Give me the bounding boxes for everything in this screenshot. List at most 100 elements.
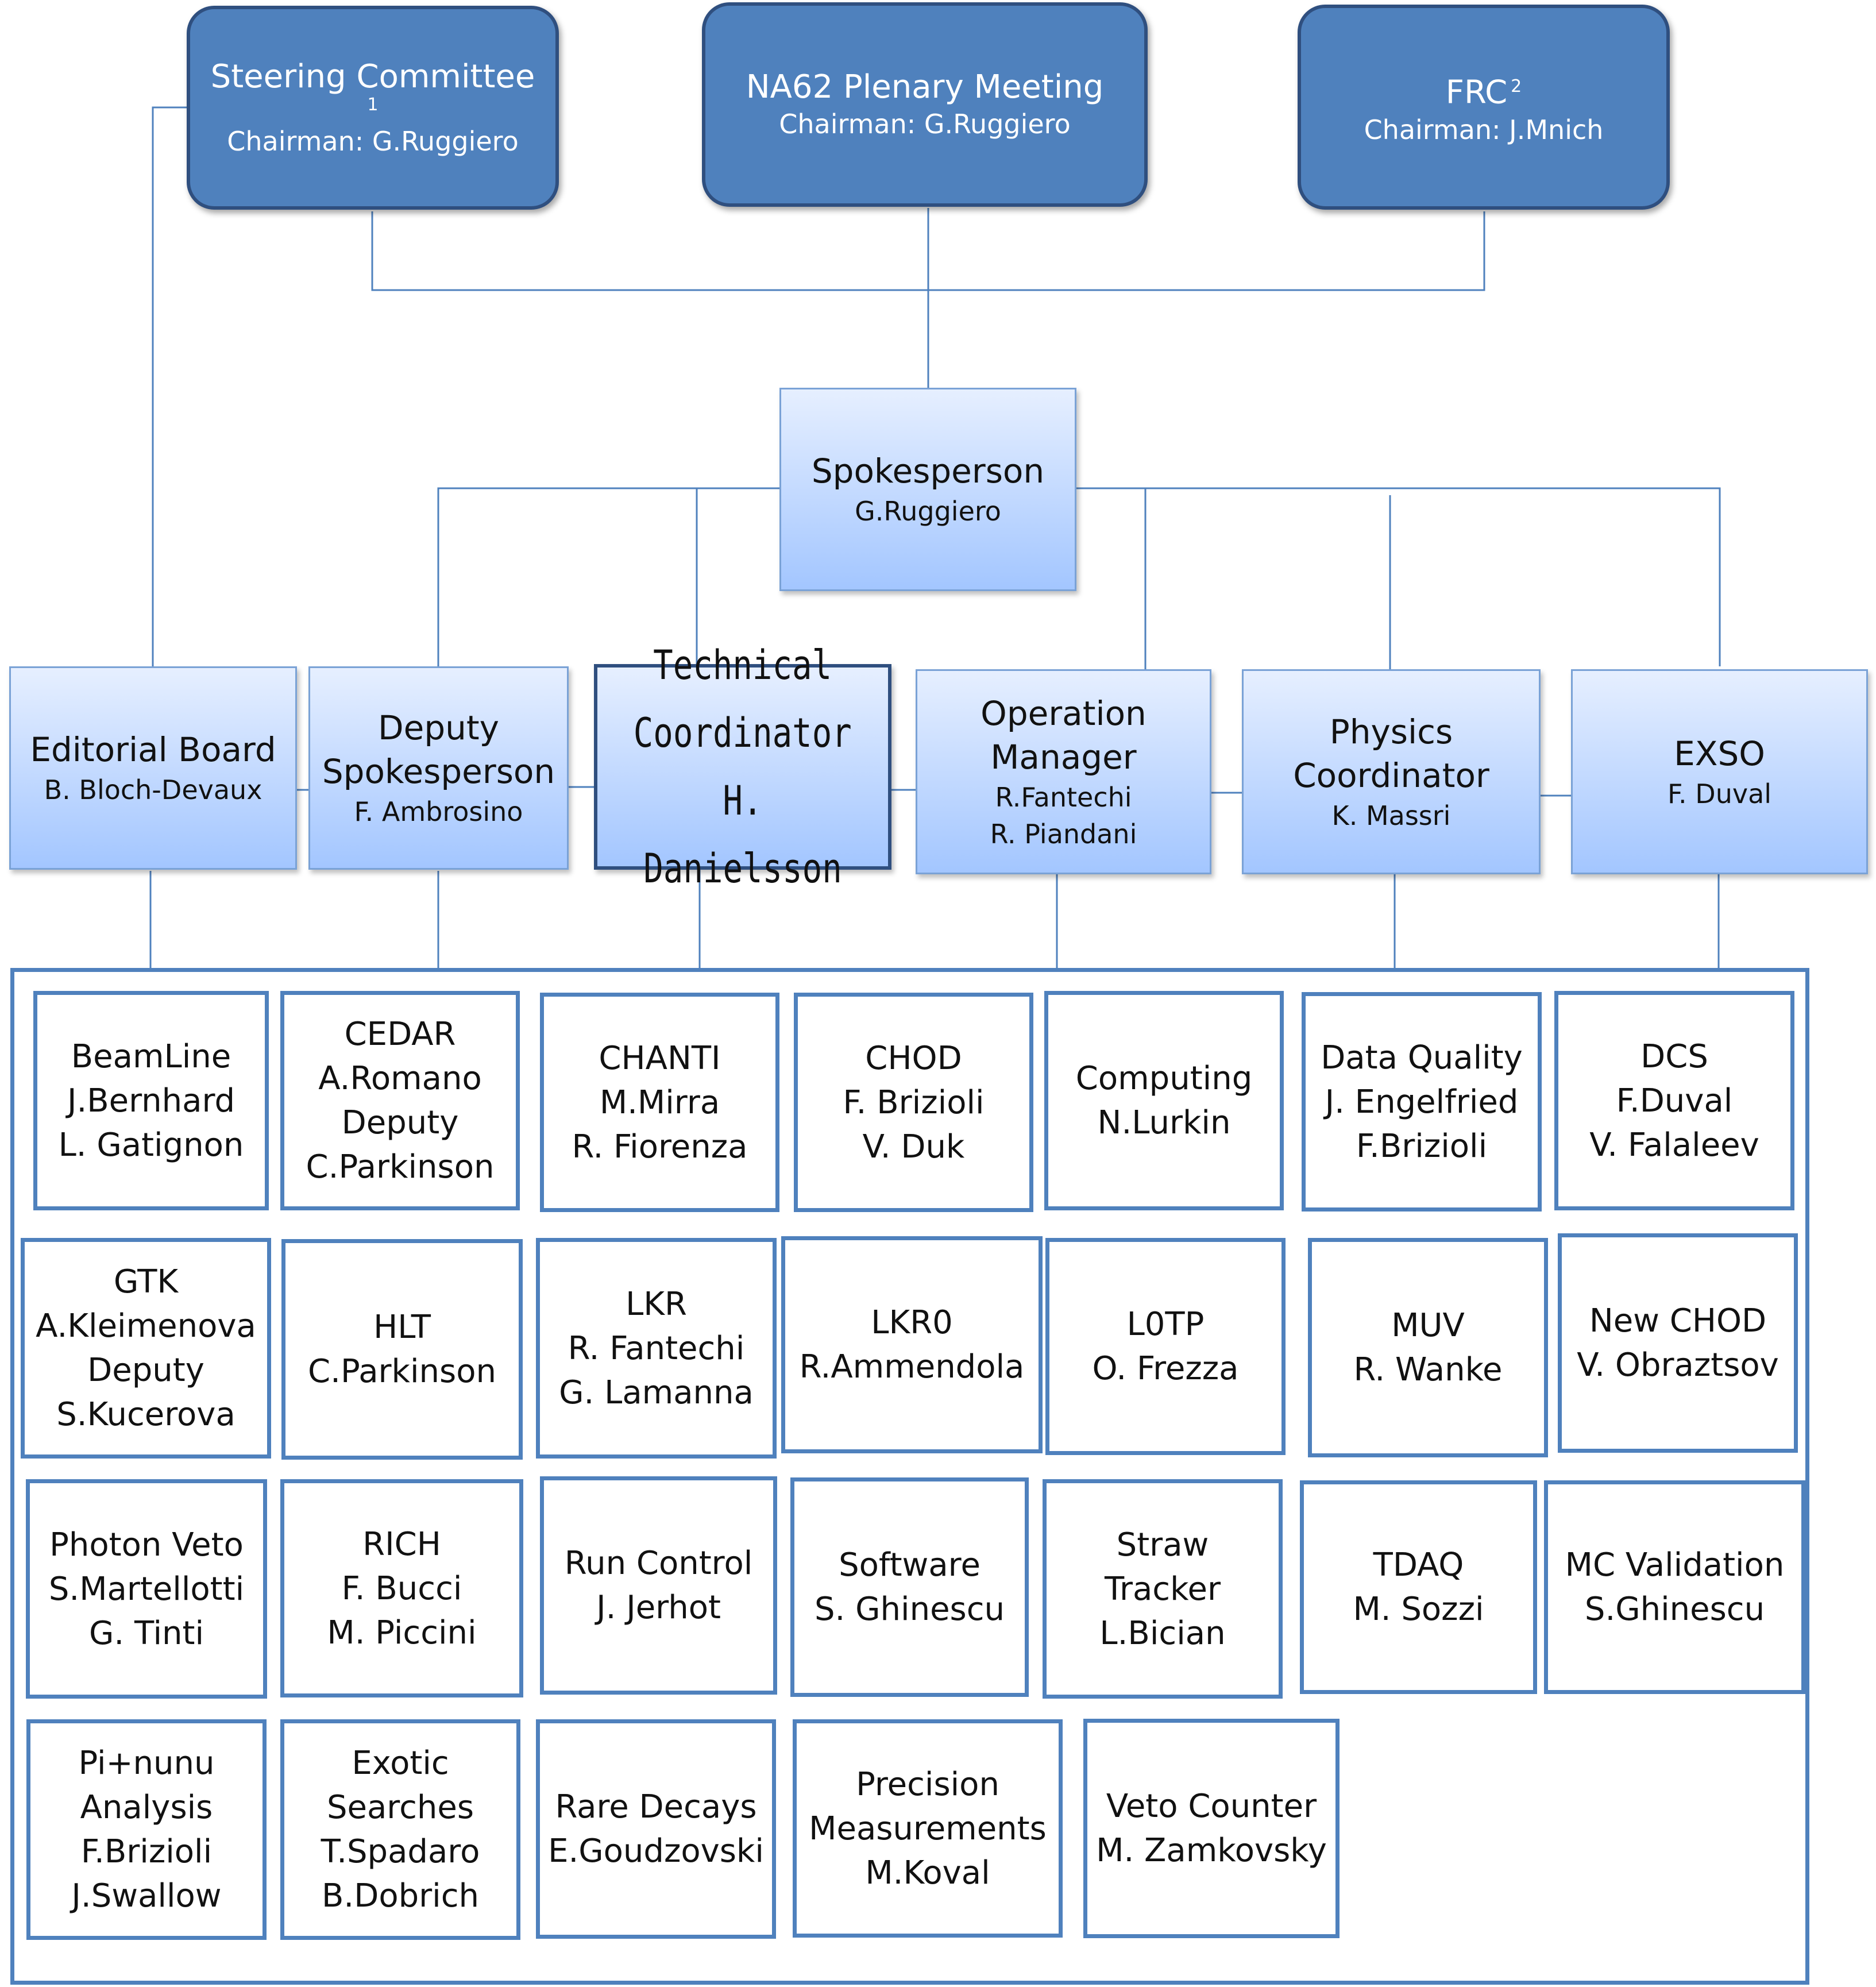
unit-hlt-line-2: C.Parkinson: [308, 1353, 496, 1390]
unit-veto-counter-line-2: M. Zamkovsky: [1096, 1832, 1327, 1869]
frc-title: FRC: [1445, 74, 1508, 111]
unit-mc-validation-line-1: MC Validation: [1565, 1546, 1785, 1584]
unit-chanti-line-3: R. Fiorenza: [572, 1128, 748, 1166]
unit-beamline-line-1: BeamLine: [71, 1037, 231, 1075]
connector-roles-to-units: [149, 870, 1720, 968]
exso-name: F. Duval: [1667, 778, 1772, 809]
unit-exotic-searches-line-1: Exotic: [352, 1745, 449, 1782]
unit-computing-line-1: Computing: [1075, 1060, 1253, 1097]
operation-manager-title-1: Operation: [981, 693, 1147, 733]
unit-dcs-line-2: F.Duval: [1616, 1082, 1733, 1120]
unit-muv-line-2: R. Wanke: [1353, 1351, 1503, 1388]
unit-beamline-line-2: J.Bernhard: [67, 1082, 236, 1120]
plenary-meeting-chair: Chairman: G.Ruggiero: [779, 109, 1071, 140]
unit-precision-measurements-line-3: M.Koval: [865, 1854, 990, 1892]
unit-l0tp-line-1: L0TP: [1126, 1306, 1205, 1343]
unit-veto-counter-line-1: Veto Counter: [1106, 1788, 1317, 1825]
connector-spokesperson-deputy: [437, 487, 779, 666]
unit-chanti-line-2: M.Mirra: [599, 1083, 720, 1121]
unit-precision-measurements-line-1: Precision: [856, 1765, 999, 1803]
unit-lkr0-line-2: R.Ammendola: [799, 1348, 1025, 1386]
unit-cedar-line-1: CEDAR: [344, 1016, 456, 1053]
spokesperson-title: Spokesperson: [811, 452, 1045, 491]
deputy-spokesperson-title-2: Spokesperson: [322, 752, 555, 791]
unit-chod-line-3: V. Duk: [862, 1128, 965, 1166]
unit-dcs-line-3: V. Falaleev: [1589, 1126, 1759, 1164]
deputy-spokesperson-title-1: Deputy: [378, 708, 499, 747]
steering-committee-box: Steering Committee 1 Chairman: G.Ruggier…: [187, 6, 559, 210]
unit-pinunu-analysis-line-4: J.Swallow: [71, 1877, 222, 1915]
unit-pinunu-analysis-line-3: F.Brizioli: [80, 1833, 213, 1870]
unit-exotic-searches-line-3: T.Spadaro: [321, 1833, 480, 1870]
unit-rich-line-2: F. Bucci: [341, 1569, 462, 1607]
unit-cedar-line-4: C.Parkinson: [306, 1148, 495, 1186]
unit-rare-decays-line-1: Rare Decays: [555, 1788, 757, 1826]
unit-lkr-line-2: R. Fantechi: [568, 1329, 745, 1367]
unit-box-tdaq: TDAQ M. Sozzi: [1300, 1480, 1537, 1694]
unit-chod-line-2: F. Brizioli: [843, 1083, 985, 1121]
editorial-board-name: B. Bloch-Devaux: [44, 774, 263, 805]
unit-chanti-line-1: CHANTI: [599, 1039, 721, 1077]
unit-gtk-line-1: GTK: [113, 1263, 179, 1301]
unit-lkr-line-1: LKR: [626, 1285, 687, 1323]
unit-straw-tracker-line-2: Tracker: [1104, 1570, 1221, 1608]
connector-role-chain: [297, 786, 1571, 797]
unit-gtk-line-2: A.Kleimenova: [36, 1307, 256, 1345]
steering-committee-footnote: 1: [367, 94, 379, 115]
unit-software-line-2: S. Ghinescu: [815, 1591, 1005, 1628]
unit-lkr0-line-1: LKR0: [871, 1304, 953, 1341]
physics-coordinator-box: Physics Coordinator K. Massri: [1242, 669, 1541, 874]
unit-data-quality-line-1: Data Quality: [1321, 1039, 1523, 1077]
unit-cedar-line-2: A.Romano: [318, 1060, 482, 1097]
steering-committee-title: Steering Committee: [210, 57, 535, 95]
working-groups-frame: [10, 968, 1809, 1985]
unit-gtk-line-4: S.Kucerova: [56, 1396, 236, 1433]
exso-title: EXSO: [1674, 734, 1765, 773]
editorial-board-box: Editorial Board B. Bloch-Devaux: [9, 666, 297, 870]
unit-photon-veto-line-2: S.Martellotti: [48, 1570, 245, 1608]
unit-tdaq-line-1: TDAQ: [1373, 1546, 1464, 1584]
unit-exotic-searches-line-2: Searches: [326, 1789, 474, 1826]
unit-computing-line-2: N.Lurkin: [1097, 1104, 1231, 1141]
steering-committee-chair: Chairman: G.Ruggiero: [227, 125, 519, 157]
spokesperson-name: G.Ruggiero: [855, 496, 1001, 527]
operation-manager-name-1: R.Fantechi: [995, 781, 1132, 813]
unit-photon-veto-line-3: G. Tinti: [88, 1614, 204, 1652]
unit-run-control-line-2: J. Jerhot: [596, 1589, 721, 1626]
deputy-spokesperson-name: F. Ambrosino: [354, 796, 523, 827]
unit-tdaq-line-2: M. Sozzi: [1353, 1591, 1484, 1628]
unit-cedar-line-3: Deputy: [341, 1104, 459, 1141]
unit-photon-veto-line-1: Photon Veto: [49, 1526, 244, 1564]
operation-manager-name-2: R. Piandani: [990, 818, 1137, 850]
unit-new-chod-line-1: New CHOD: [1589, 1302, 1767, 1340]
connector-spokesperson-right-bus: [1076, 487, 1721, 666]
technical-coordinator-title-2: Coordinator: [633, 709, 852, 757]
plenary-meeting-title: NA62 Plenary Meeting: [746, 68, 1104, 106]
unit-new-chod-line-2: V. Obraztsov: [1577, 1346, 1779, 1384]
unit-chod-line-1: CHOD: [865, 1039, 962, 1077]
exso-box: EXSO F. Duval: [1571, 669, 1868, 874]
unit-box-chod: CHOD F. Brizioli V. Duk: [794, 993, 1033, 1212]
technical-coordinator-box: Technical Coordinator H. Danielsson: [594, 642, 891, 892]
physics-coordinator-name: K. Massri: [1331, 800, 1451, 831]
technical-coordinator-name: H. Danielsson: [643, 777, 842, 892]
unit-pinunu-analysis-line-1: Pi+nunu: [78, 1745, 215, 1782]
unit-straw-tracker-line-1: Straw: [1116, 1526, 1209, 1564]
unit-data-quality-line-3: F.Brizioli: [1356, 1127, 1488, 1165]
